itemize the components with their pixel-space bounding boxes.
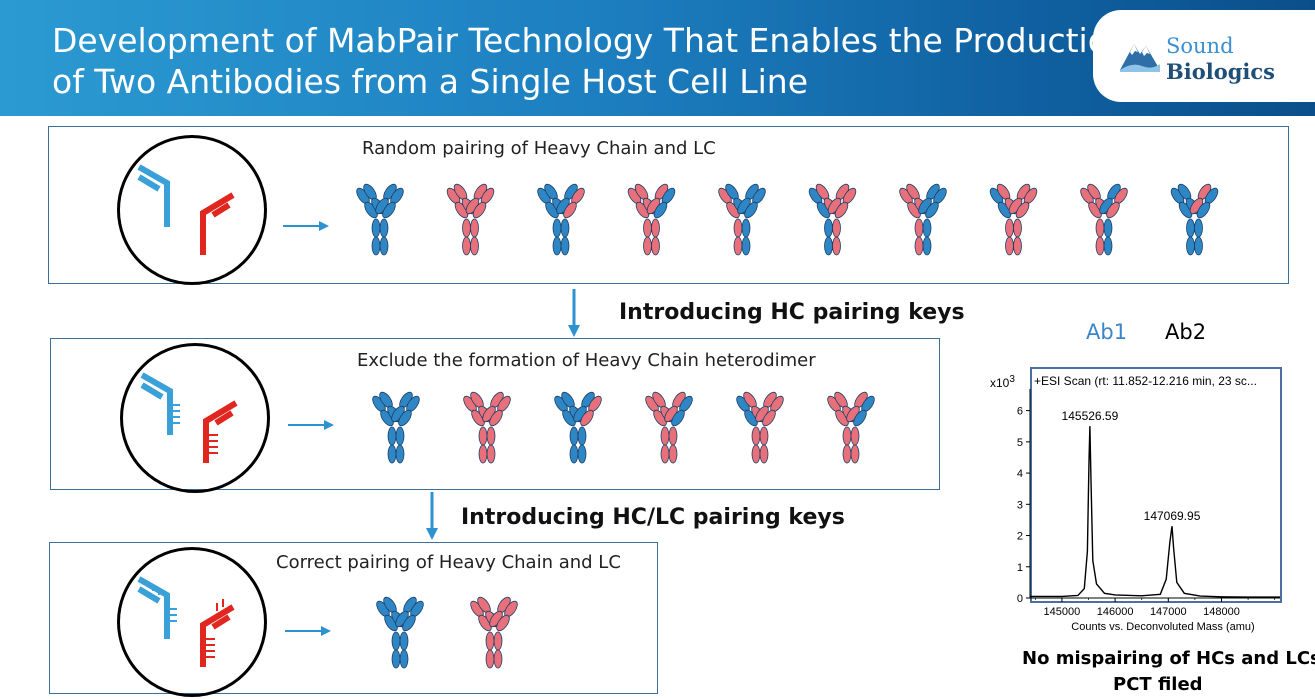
legend-ab1: Ab1 — [1086, 320, 1128, 344]
legend-ab2: Ab2 — [1165, 320, 1207, 344]
antibody-1 — [376, 596, 424, 669]
panel1-title: Random pairing of Heavy Chain and LC — [362, 138, 716, 159]
spectrum-scale-label: x103 — [990, 374, 1015, 390]
pct-filed-note: PCT filed — [1113, 674, 1203, 695]
y-tick-label-6: 6 — [1017, 406, 1023, 418]
antibody-3 — [537, 183, 585, 256]
step-hc-lc-pairing-keys: Introducing HC/LC pairing keys — [461, 505, 845, 530]
antibody-9 — [1080, 183, 1128, 256]
sound-biologics-logo: Sound Biologics — [1093, 10, 1315, 102]
panel3-arrow — [285, 626, 331, 636]
step-hc-pairing-keys: Introducing HC pairing keys — [619, 300, 965, 325]
slide-title: Development of MabPair Technology That E… — [52, 20, 1129, 102]
antibody-5 — [718, 183, 766, 256]
peak-label-2: 147069.95 — [1144, 509, 1201, 523]
x-tick-label-146000: 146000 — [1097, 606, 1134, 618]
panel1-arrow — [283, 221, 329, 231]
slide-title-line2: of Two Antibodies from a Single Host Cel… — [52, 62, 809, 101]
x-tick-label-147000: 147000 — [1150, 606, 1187, 618]
y-tick-label-0: 0 — [1017, 593, 1023, 605]
mass-spectrum-frame — [1030, 367, 1282, 603]
peak-label-1: 145526.59 — [1062, 409, 1119, 423]
antibody-3 — [554, 391, 602, 464]
panel2-arrow — [288, 420, 334, 430]
y-tick-label-3: 3 — [1017, 499, 1023, 511]
antibody-2 — [463, 391, 511, 464]
logo-word-biologics: Biologics — [1166, 59, 1275, 84]
antibody-1 — [356, 183, 404, 256]
antibody-8 — [989, 183, 1038, 256]
y-tick-label-2: 2 — [1017, 531, 1023, 543]
y-tick-label-1: 1 — [1017, 562, 1023, 574]
antibody-2 — [446, 183, 495, 256]
panel2-antibody-row — [372, 391, 875, 464]
panel2-chain-circle — [120, 343, 270, 493]
antibody-4 — [645, 391, 693, 464]
no-mispairing-note: No mispairing of HCs and LCs — [1022, 648, 1315, 669]
panel2-chains — [140, 372, 238, 463]
panel1-antibody-row — [356, 183, 1219, 256]
mountain-logo-icon — [1120, 44, 1160, 72]
antibody-7 — [899, 183, 947, 256]
y-tick-label-5: 5 — [1017, 437, 1023, 449]
y-tick-label-4: 4 — [1017, 468, 1023, 480]
antibody-5 — [736, 391, 784, 464]
panel3-title: Correct pairing of Heavy Chain and LC — [276, 552, 621, 573]
x-tick-label-148000: 148000 — [1203, 606, 1240, 618]
panel3-antibody-row — [376, 596, 518, 669]
panel3-chain-circle — [117, 547, 267, 697]
spectrum-scan-header: +ESI Scan (rt: 11.852-12.216 min, 23 sc.… — [1034, 374, 1257, 388]
spectrum-x-axis-label: Counts vs. Deconvoluted Mass (amu) — [1071, 621, 1254, 633]
antibody-2 — [470, 596, 518, 669]
down-arrow-1 — [568, 289, 580, 337]
down-arrow-2 — [426, 492, 438, 540]
spectrum-trace — [1030, 426, 1280, 598]
panel2-title: Exclude the formation of Heavy Chain het… — [357, 350, 816, 371]
antibody-10 — [1170, 183, 1219, 256]
x-tick-label-145000: 145000 — [1044, 606, 1081, 618]
antibody-6 — [808, 183, 857, 256]
panel1-chains — [137, 164, 235, 255]
logo-word-sound: Sound — [1166, 34, 1234, 58]
antibody-6 — [827, 391, 875, 464]
spectrum-scale-exp: 3 — [1009, 374, 1015, 385]
title-banner: Development of MabPair Technology That E… — [0, 0, 1315, 116]
antibody-4 — [627, 183, 676, 256]
slide-title-line1: Development of MabPair Technology That E… — [52, 21, 1129, 60]
panel3-chains — [137, 576, 235, 667]
panel1-chain-circle — [117, 135, 267, 285]
antibody-1 — [372, 391, 420, 464]
